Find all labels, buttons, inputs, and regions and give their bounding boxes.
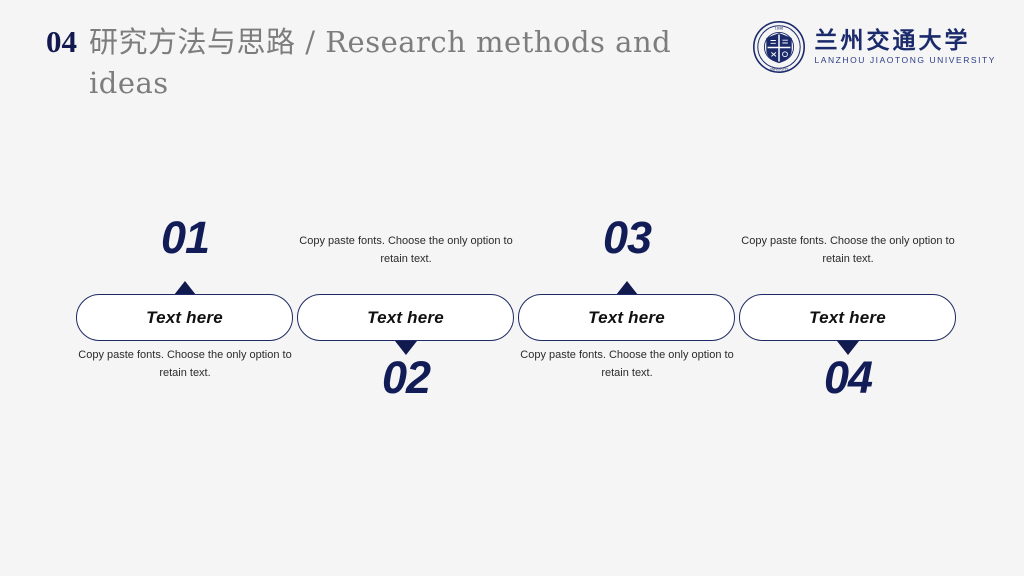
process-steps-diagram: 01 Text here Copy paste fonts. Choose th… [0,196,1024,426]
step-label-04: Text here [809,307,886,327]
step-pill-01[interactable]: Text here [76,294,293,341]
triangle-up-icon [616,281,638,295]
step-caption-04: Copy paste fonts. Choose the only option… [741,235,955,265]
step-pill-04[interactable]: Text here [739,294,956,341]
section-number: 04 [46,24,77,59]
step-number-02: 02 [381,352,431,403]
university-name-en: LANZHOU JIAOTONG UNIVERSITY [814,55,996,65]
process-step-01[interactable]: 01 Text here Copy paste fonts. Choose th… [74,196,296,426]
step-caption-01: Copy paste fonts. Choose the only option… [78,349,292,379]
triangle-down-icon [837,341,859,355]
step-number-01: 01 [160,212,210,263]
process-step-03[interactable]: 03 Text here Copy paste fonts. Choose th… [516,196,738,426]
step-label-02: Text here [367,307,444,327]
triangle-down-icon [395,341,417,355]
process-step-02[interactable]: Copy paste fonts. Choose the only option… [295,196,517,426]
university-crest-icon: 1896 UNIVERSITY [752,20,806,74]
step-number-04: 04 [823,352,873,403]
step-number-03: 03 [602,212,652,263]
triangle-up-icon [174,281,196,295]
page-title: 04 研究方法与思路 / Research methods and ideas [46,22,689,104]
svg-text:1896: 1896 [774,26,782,30]
step-pill-03[interactable]: Text here [518,294,735,341]
slide-header: 04 研究方法与思路 / Research methods and ideas … [0,0,1024,110]
process-step-04[interactable]: Copy paste fonts. Choose the only option… [737,196,959,426]
step-label-01: Text here [146,307,223,327]
university-logo: 1896 UNIVERSITY 兰州交通大学 LANZHOU JIAOTONG … [752,20,997,74]
step-caption-02: Copy paste fonts. Choose the only option… [299,235,513,265]
step-caption-03: Copy paste fonts. Choose the only option… [520,349,734,379]
university-logo-text: 兰州交通大学 LANZHOU JIAOTONG UNIVERSITY [815,28,997,66]
step-pill-02[interactable]: Text here [297,294,514,341]
svg-text:UNIVERSITY: UNIVERSITY [769,67,787,71]
step-label-03: Text here [588,307,665,327]
section-title-text: 研究方法与思路 / Research methods and ideas [89,25,672,100]
university-name-cn: 兰州交通大学 [814,27,971,54]
